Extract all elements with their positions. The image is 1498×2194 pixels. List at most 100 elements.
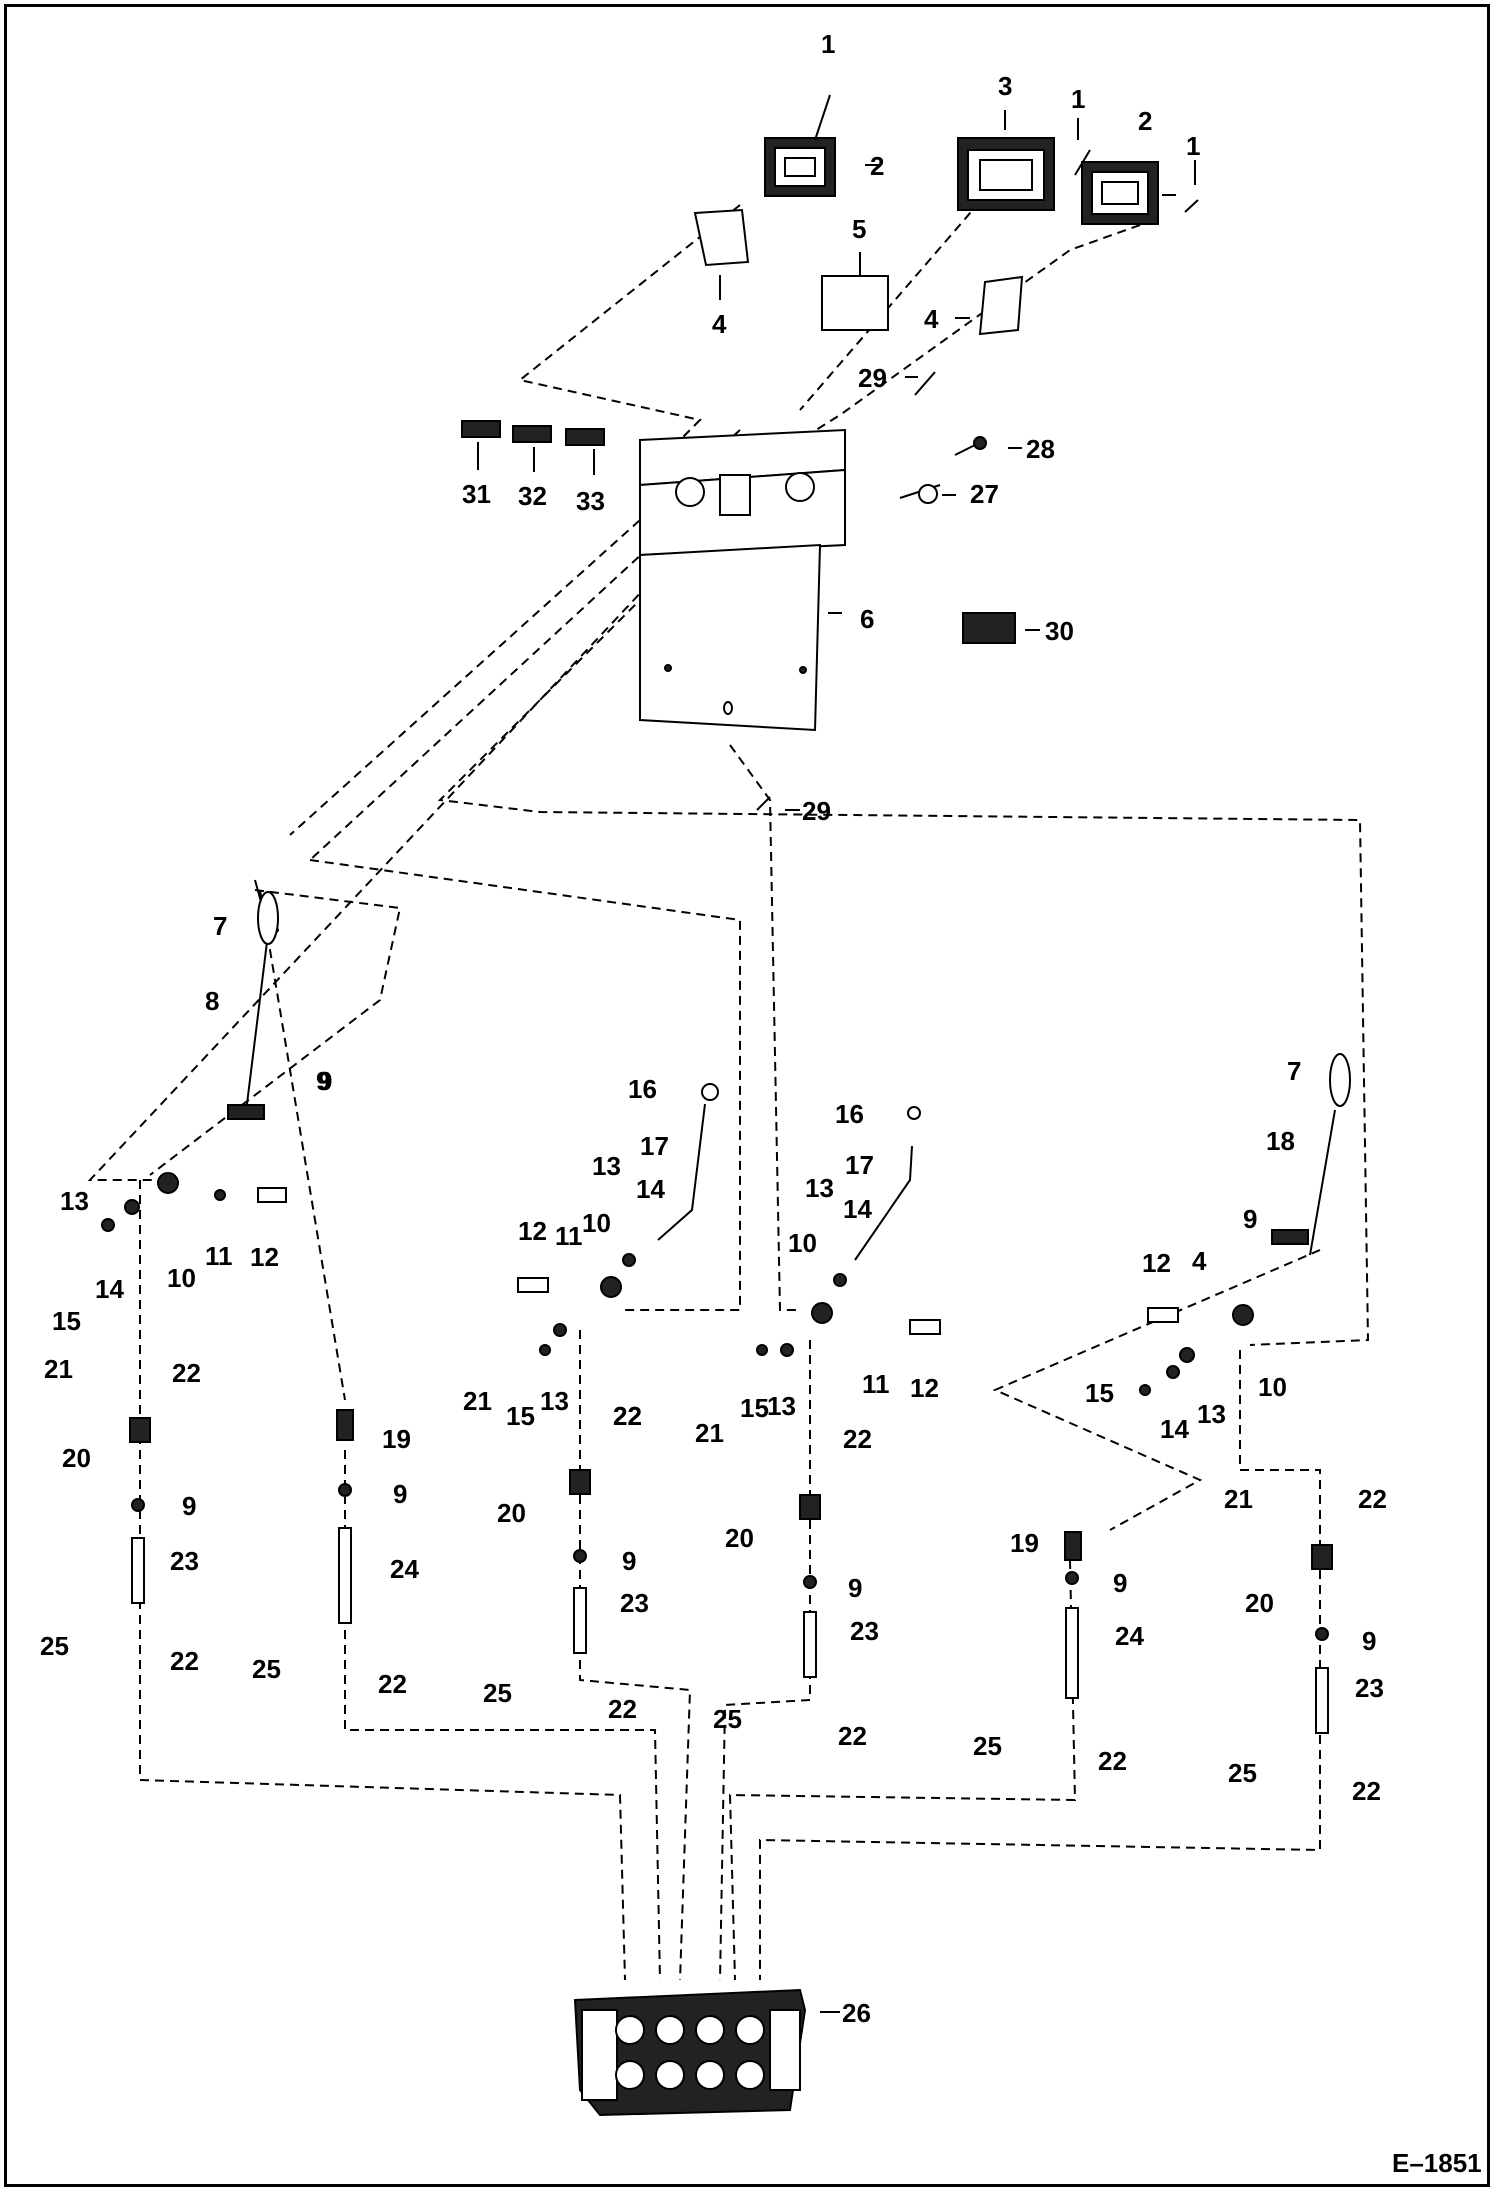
- callout-8: 8: [205, 986, 219, 1016]
- callout-13: 13: [60, 1186, 89, 1216]
- callout-17: 17: [845, 1150, 874, 1180]
- callout-4: 4: [712, 309, 727, 339]
- callout-23: 23: [170, 1546, 199, 1576]
- callout-14: 14: [95, 1274, 124, 1304]
- console-hardware: [756, 371, 987, 811]
- callout-13: 13: [540, 1386, 569, 1416]
- callout-1: 1: [1071, 84, 1085, 114]
- control-valve: [573, 1988, 807, 2117]
- callout-9: 9: [1362, 1626, 1376, 1656]
- callout-22: 22: [1098, 1746, 1127, 1776]
- callout-11: 11: [205, 1241, 233, 1271]
- control-console: [639, 428, 846, 732]
- lever-right: [1139, 1053, 1351, 1396]
- callout-13: 13: [1197, 1399, 1226, 1429]
- callout-17: 17: [640, 1131, 669, 1161]
- callout-10: 10: [1258, 1372, 1287, 1402]
- callout-20: 20: [62, 1443, 91, 1473]
- callout-22: 22: [613, 1401, 642, 1431]
- callout-19: 19: [382, 1424, 411, 1454]
- callout-28: 28: [1026, 434, 1055, 464]
- decals-31-33: [461, 420, 605, 446]
- callout-12: 12: [250, 1242, 279, 1272]
- boot-center: [957, 137, 1055, 211]
- callout-9: 9: [318, 1066, 332, 1096]
- decal-30: [962, 612, 1016, 644]
- linkages: [129, 1409, 1333, 1734]
- bolts-top: [814, 94, 1199, 213]
- callout-25: 25: [483, 1678, 512, 1708]
- diagram-frame: [4, 4, 1490, 2187]
- callout-22: 22: [378, 1669, 407, 1699]
- callout-10: 10: [788, 1228, 817, 1258]
- callout-labels: 1 1 1 2 2 3 4 4 4 5 6 7 7 8 9 9 9 9 9 9 …: [40, 29, 1482, 2178]
- callout-2: 2: [870, 151, 884, 181]
- callout-13: 13: [592, 1151, 621, 1181]
- callout-22: 22: [613, 1401, 642, 1431]
- callout-6: 6: [860, 604, 874, 634]
- callout-20: 20: [497, 1498, 526, 1528]
- callout-9: 9: [622, 1546, 636, 1576]
- callout-33: 33: [576, 486, 605, 516]
- callout-7: 7: [213, 911, 227, 941]
- lever-center-right: [756, 1106, 941, 1357]
- callout-31: 31: [462, 479, 491, 509]
- callout-14: 14: [843, 1194, 872, 1224]
- callout-9: 9: [316, 1066, 330, 1096]
- callout-7: 7: [1287, 1056, 1301, 1086]
- callout-25: 25: [713, 1704, 742, 1734]
- callout-15: 15: [740, 1393, 769, 1423]
- callout-22: 22: [838, 1721, 867, 1751]
- drawing-number: E–1851: [1392, 2148, 1482, 2178]
- lever-center-left: [517, 1083, 719, 1356]
- callout-19: 19: [1010, 1528, 1039, 1558]
- callout-9: 9: [1243, 1204, 1257, 1234]
- callout-20: 20: [1245, 1588, 1274, 1618]
- callout-23: 23: [1355, 1673, 1384, 1703]
- callout-30: 30: [1045, 616, 1074, 646]
- callout-22: 22: [170, 1646, 199, 1676]
- callout-11: 11: [862, 1369, 890, 1399]
- callout-21: 21: [44, 1354, 73, 1384]
- callout-20: 20: [725, 1523, 754, 1553]
- callout-3: 3: [998, 71, 1012, 101]
- callout-10: 10: [167, 1263, 196, 1293]
- callout-9: 9: [393, 1479, 407, 1509]
- callout-16: 16: [835, 1099, 864, 1129]
- callout-4: 4: [924, 304, 939, 334]
- callout-16: 16: [628, 1074, 657, 1104]
- callout-15: 15: [52, 1306, 81, 1336]
- callout-21: 21: [1224, 1484, 1253, 1514]
- callout-12: 12: [910, 1373, 939, 1403]
- callout-24: 24: [390, 1554, 419, 1584]
- callout-22: 22: [172, 1358, 201, 1388]
- boot-left: [764, 137, 836, 197]
- callout-25: 25: [40, 1631, 69, 1661]
- callout-9: 9: [1113, 1568, 1127, 1598]
- callout-25: 25: [973, 1731, 1002, 1761]
- callout-22: 22: [843, 1424, 872, 1454]
- callout-27: 27: [970, 479, 999, 509]
- callout-9: 9: [848, 1573, 862, 1603]
- callout-10: 10: [582, 1208, 611, 1238]
- callout-32: 32: [518, 481, 547, 511]
- callout-22: 22: [1352, 1776, 1381, 1806]
- callout-29: 29: [802, 796, 831, 826]
- callout-5: 5: [852, 214, 866, 244]
- callout-14: 14: [1160, 1414, 1189, 1444]
- callout-1: 1: [1186, 131, 1200, 161]
- boot-right: [1081, 161, 1159, 225]
- callout-14: 14: [636, 1174, 665, 1204]
- callout-13: 13: [805, 1173, 834, 1203]
- leader-lines: [477, 110, 1196, 2013]
- callout-21: 21: [463, 1386, 492, 1416]
- callout-21: 21: [695, 1418, 724, 1448]
- callout-23: 23: [620, 1588, 649, 1618]
- callout-15: 15: [506, 1401, 535, 1431]
- callout-1: 1: [821, 29, 835, 59]
- callout-22: 22: [1358, 1484, 1387, 1514]
- lever-left: [101, 879, 287, 1232]
- boot-plates: [693, 208, 1024, 336]
- callout-24: 24: [1115, 1621, 1144, 1651]
